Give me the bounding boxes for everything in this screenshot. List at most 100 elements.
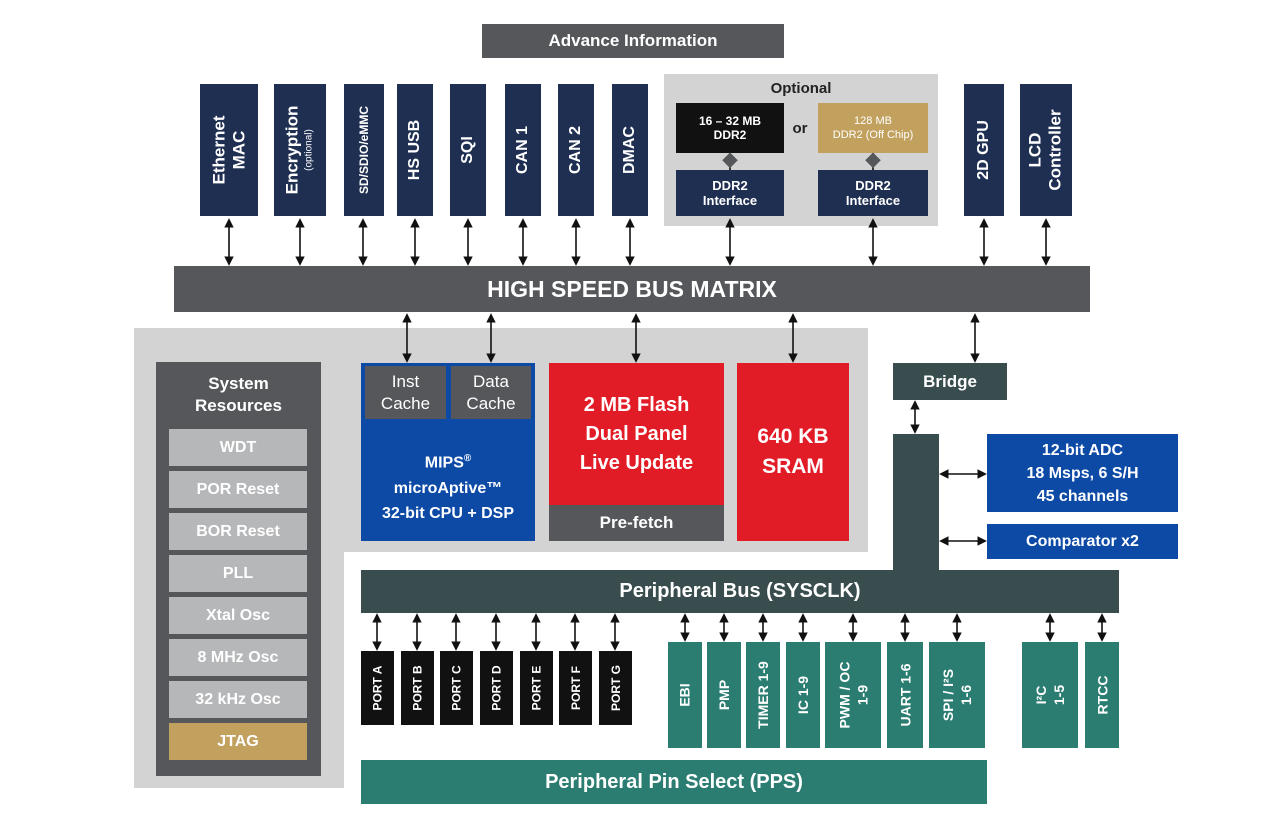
bridge-block: Bridge [893, 363, 1007, 400]
sdio-label: SD/SDIO/eMMC [357, 105, 372, 195]
timer-block: TIMER 1-9 [746, 642, 780, 748]
sram-block: 640 KB SRAM [737, 363, 849, 541]
encryption-block: Encryption (optional) [274, 84, 326, 216]
port-g-label: PORT G [608, 664, 623, 712]
ic-label: IC 1-9 [795, 675, 811, 715]
inst-cache-label: Cache [380, 393, 431, 413]
xtal-osc-block: Xtal Osc [169, 597, 307, 634]
uart-label: UART 1-6 [897, 663, 914, 727]
cpu-dsp-label: 32-bit CPU + DSP [381, 504, 515, 522]
hs-usb-label: HS USB [406, 119, 424, 181]
pmp-block: PMP [707, 642, 741, 748]
sqi-label: SQI [459, 136, 476, 164]
data-label: Data [473, 371, 509, 391]
ddr2-off-chip-block: 128 MB DDR2 (Off Chip) [818, 103, 928, 153]
dmac-block: DMAC [612, 84, 648, 216]
uart-block: UART 1-6 [887, 642, 923, 748]
peripheral-bus: Peripheral Bus (SYSCLK) [361, 570, 1119, 613]
flash-block: 2 MB Flash Dual Panel Live Update [549, 363, 724, 505]
32khz-osc-label: 32 kHz Osc [195, 690, 281, 708]
mips-label: MIPS [424, 454, 464, 472]
data-cache-block: Data Cache [451, 366, 531, 419]
bor-reset-block: BOR Reset [169, 513, 307, 550]
wdt-label: WDT [219, 438, 257, 456]
ddr2-interface-2: DDR2 Interface [818, 170, 928, 216]
bridge-trunk [893, 434, 939, 570]
comparator-block: Comparator x2 [987, 524, 1178, 559]
can1-block: CAN 1 [505, 84, 541, 216]
ddr2-on-size: 16 – 32 MB [698, 114, 762, 128]
port-f-block: PORT F [559, 651, 592, 725]
i2c-label: I²C [1032, 685, 1049, 705]
port-d-label: PORT D [489, 665, 504, 711]
pmp-label: PMP [716, 679, 732, 711]
port-e-label: PORT E [529, 665, 544, 711]
system-resources-title: System Resources [156, 370, 321, 420]
sdio-emmc-block: SD/SDIO/eMMC [344, 84, 384, 216]
inst-cache-block: Inst Cache [365, 366, 446, 419]
ddr2-on-type: DDR2 [713, 128, 747, 142]
lcd-controller-block: LCD Controller [1020, 84, 1072, 216]
2d-gpu-label: 2D GPU [975, 120, 993, 180]
optional-title-text: Optional [770, 79, 832, 97]
optional-title: Optional [664, 78, 938, 98]
port-b-block: PORT B [401, 651, 434, 725]
inst-label: Inst [391, 371, 420, 391]
port-d-block: PORT D [480, 651, 513, 725]
wdt-block: WDT [169, 429, 307, 466]
pwm-oc-range: 1-9 [854, 684, 871, 706]
port-a-label: PORT A [370, 665, 385, 711]
registered-mark: ® [463, 453, 472, 465]
rtcc-block: RTCC [1085, 642, 1119, 748]
high-speed-bus-matrix: HIGH SPEED BUS MATRIX [174, 266, 1090, 312]
encryption-label: Encryption [282, 105, 302, 195]
can1-label: CAN 1 [514, 125, 532, 175]
xtal-osc-label: Xtal Osc [205, 606, 271, 624]
pps-label: Peripheral Pin Select (PPS) [545, 770, 803, 793]
ddr2-off-type: DDR2 (Off Chip) [832, 129, 914, 141]
ethernet-mac-block: Ethernet MAC [200, 84, 258, 216]
i2c-range: 1-5 [1050, 684, 1067, 706]
sram-label: SRAM [762, 455, 824, 478]
or-label: or [784, 118, 816, 138]
hs-usb-block: HS USB [397, 84, 433, 216]
banner-label: Advance Information [548, 31, 718, 50]
data-cache-label: Cache [466, 393, 516, 413]
port-b-label: PORT B [410, 665, 425, 711]
timer-label: TIMER 1-9 [755, 661, 771, 729]
port-f-label: PORT F [568, 666, 583, 710]
ddr2-interface-2-line1: DDR2 [855, 178, 891, 193]
port-g-block: PORT G [599, 651, 632, 725]
pll-label: PLL [222, 564, 254, 582]
ddr2-interface-1: DDR2 Interface [676, 170, 784, 216]
prefetch-block: Pre-fetch [549, 505, 724, 541]
port-e-block: PORT E [520, 651, 553, 725]
32khz-osc-block: 32 kHz Osc [169, 681, 307, 718]
can2-block: CAN 2 [558, 84, 594, 216]
system-label: System [208, 374, 269, 393]
adc-channels-label: 45 channels [1036, 487, 1129, 505]
port-c-block: PORT C [440, 651, 473, 725]
sqi-block: SQI [450, 84, 486, 216]
por-reset-label: POR Reset [196, 480, 280, 498]
or-text: or [792, 119, 808, 137]
ebi-block: EBI [668, 642, 702, 748]
mips-line: MIPS® [425, 446, 472, 475]
pll-block: PLL [169, 555, 307, 592]
controller-label: Controller [1046, 109, 1066, 191]
dual-panel-label: Dual Panel [585, 422, 688, 445]
port-a-block: PORT A [361, 651, 394, 725]
ebi-label: EBI [677, 683, 693, 707]
mac-label: MAC [229, 130, 248, 170]
ddr2-off-size: 128 MB [854, 115, 892, 127]
resources-label: Resources [195, 396, 282, 415]
ddr2-interface-2-line2: Interface [845, 193, 901, 208]
jtag-block: JTAG [169, 723, 307, 760]
sram-size-label: 640 KB [757, 425, 829, 448]
rtcc-label: RTCC [1094, 675, 1111, 715]
spi-i2s-range: 1-6 [958, 684, 974, 706]
adc-rate-label: 18 Msps, 6 S/H [1026, 464, 1139, 482]
